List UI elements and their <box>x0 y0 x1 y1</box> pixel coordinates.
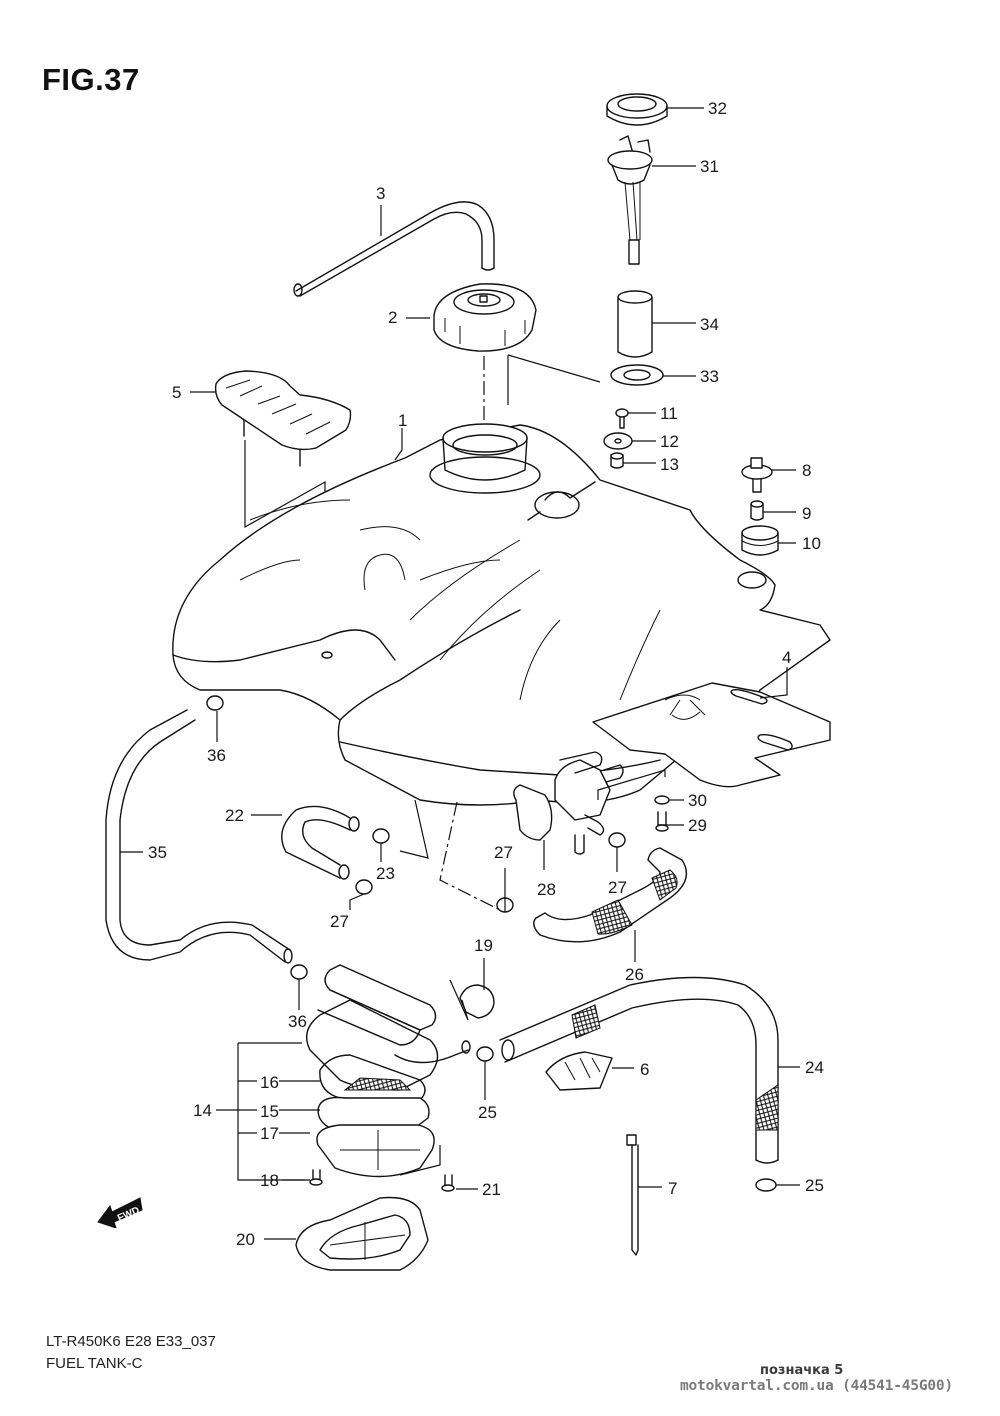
callout-5: 5 <box>172 383 182 402</box>
callout-33: 33 <box>700 367 719 386</box>
forward-arrow-icon: FWD <box>97 1197 143 1229</box>
callout-7: 7 <box>668 1179 678 1198</box>
cable-tie-part <box>626 1134 639 1256</box>
callout-15: 15 <box>260 1102 279 1121</box>
callout-32: 32 <box>708 99 727 118</box>
filter-protector-part <box>295 1196 429 1271</box>
screw-washer-collar-parts <box>603 408 633 469</box>
hose-guide-line <box>399 799 429 859</box>
model-code: LT-R450K6 E28 E33_037 <box>46 1333 216 1350</box>
callout-17: 17 <box>260 1124 279 1143</box>
callout-19: 19 <box>474 936 493 955</box>
fuel-filter-assembly-part <box>306 964 471 1178</box>
callout-11: 11 <box>660 404 678 423</box>
callout-25-lower: 25 <box>805 1176 824 1195</box>
callout-4: 4 <box>782 648 792 667</box>
callout-36-lower: 36 <box>288 1012 307 1031</box>
callout-9: 9 <box>802 504 812 523</box>
callout-3: 3 <box>376 184 386 203</box>
callout-24: 24 <box>805 1058 824 1077</box>
callout-29: 29 <box>688 816 707 835</box>
callout-2: 2 <box>388 308 398 327</box>
callout-14: 14 <box>193 1101 212 1120</box>
bolt-guide-line <box>399 1145 441 1176</box>
fuel-cap-part <box>433 283 537 352</box>
callout-31: 31 <box>700 157 719 176</box>
callout-27-right: 27 <box>608 878 627 897</box>
callout-10: 10 <box>802 534 821 553</box>
callout-35: 35 <box>148 843 167 862</box>
callout-28: 28 <box>537 880 556 899</box>
rubber-pad-part <box>214 370 352 467</box>
callout-27-left: 27 <box>330 912 349 931</box>
figure-title: FIG.37 <box>42 62 140 97</box>
forward-direction-badge: FWD <box>96 1188 146 1233</box>
callout-16: 16 <box>260 1073 279 1092</box>
watermark-note: позначка 5 <box>760 1363 844 1378</box>
u-hose-part <box>281 805 360 880</box>
callout-8: 8 <box>802 461 812 480</box>
callout-34: 34 <box>700 315 719 334</box>
vent-hose-part <box>105 709 293 964</box>
watermark-site: motokvartal.com.ua (44541-45G00) <box>680 1378 953 1394</box>
screws-parts <box>309 1169 455 1192</box>
callout-13: 13 <box>660 455 679 474</box>
callout-30: 30 <box>688 791 707 810</box>
rubber-cap-part <box>449 979 495 1021</box>
hose-protector-part <box>545 1051 613 1091</box>
breather-hose-part <box>293 201 495 297</box>
callout-22: 22 <box>225 806 244 825</box>
callout-25-upper: 25 <box>478 1103 497 1122</box>
outlet-hose-part <box>499 976 779 1164</box>
fuel-pump-assembly-part <box>606 93 668 386</box>
hose-clamps-parts <box>206 695 777 1192</box>
section-name: FUEL TANK-C <box>46 1355 143 1372</box>
fuel-outlet-hose-part <box>533 847 688 943</box>
callout-26: 26 <box>625 965 644 984</box>
heat-shield-part <box>592 682 831 788</box>
callout-18: 18 <box>260 1171 279 1190</box>
callout-36-upper: 36 <box>207 746 226 765</box>
callout-23: 23 <box>376 864 395 883</box>
callout-12: 12 <box>660 432 679 451</box>
callout-1: 1 <box>398 411 408 430</box>
callout-6: 6 <box>640 1060 650 1079</box>
pump-alignment-line <box>507 354 601 405</box>
callout-21: 21 <box>482 1180 501 1199</box>
bolt-collar-grommet-parts <box>741 457 779 556</box>
callout-leader-lines <box>120 107 800 1240</box>
clamp-guide-line <box>439 801 501 911</box>
callout-27-middle: 27 <box>494 843 513 862</box>
callout-20: 20 <box>236 1230 255 1249</box>
